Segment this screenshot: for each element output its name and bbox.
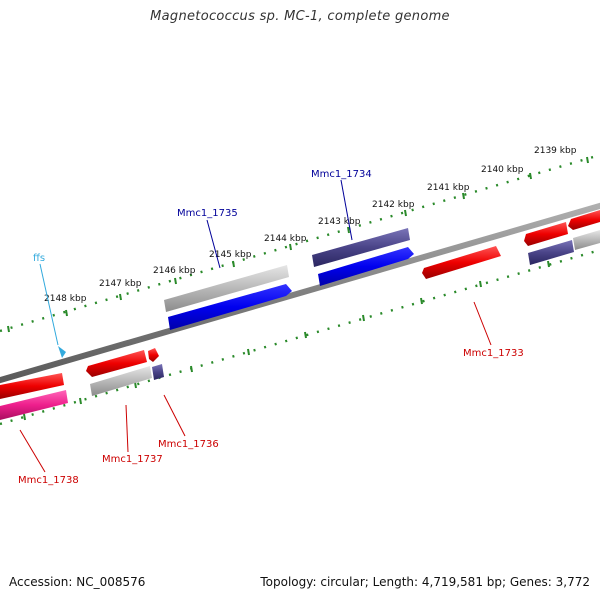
leader-mmc1-1737 (125, 404, 129, 453)
leader-lines (19, 179, 492, 473)
gene-ffs-marker (58, 346, 66, 358)
tick-label-2142: 2142 kbp (372, 200, 415, 210)
tick-label-2147: 2147 kbp (99, 279, 142, 289)
leader-mmc1-1738 (19, 429, 46, 473)
gene-blue-arrow-upper (318, 247, 414, 286)
gene-mmc1-1737-arrow (86, 350, 147, 377)
major-ticks (7, 156, 589, 421)
tick-label-2146: 2146 kbp (153, 266, 196, 276)
genome-backbone (0, 202, 600, 384)
tick-label-2145: 2145 kbp (209, 250, 252, 260)
gene-label-mmc1-1736: Mmc1_1736 (158, 439, 219, 450)
map-title: Magnetococcus sp. MC-1, complete genome (150, 9, 450, 24)
features (0, 210, 600, 420)
gene-label-mmc1-1738: Mmc1_1738 (18, 475, 79, 486)
feature-gray-right (573, 230, 600, 250)
gene-label-mmc1-1735: Mmc1_1735 (177, 208, 238, 219)
gene-label-mmc1-1734: Mmc1_1734 (311, 169, 372, 180)
gene-mmc1-1736-navy (152, 364, 164, 380)
leader-mmc1-1735 (206, 219, 221, 269)
feature-navy-right (528, 240, 574, 265)
tick-label-2144: 2144 kbp (264, 234, 307, 244)
tick-label-2140: 2140 kbp (481, 165, 524, 175)
lower-tick-track (0, 248, 600, 426)
leader-mmc1-1736 (163, 394, 186, 437)
gene-mmc1-1734-bar (312, 228, 410, 267)
gene-mmc1-1736-red (148, 348, 159, 362)
leader-mmc1-1733 (473, 301, 492, 346)
genome-summary-text: Topology: circular; Length: 4,719,581 bp… (260, 575, 590, 589)
tick-label-2148: 2148 kbp (44, 294, 87, 304)
tick-label-2139: 2139 kbp (534, 146, 577, 156)
gene-mmc1-1738-pink (0, 390, 68, 420)
feature-red-right-b (568, 210, 600, 230)
gene-label-mmc1-1733: Mmc1_1733 (463, 348, 524, 359)
gene-mmc1-1733-arrow (422, 246, 501, 279)
accession-text: Accession: NC_008576 (9, 575, 146, 589)
gene-label-mmc1-1737: Mmc1_1737 (102, 454, 163, 465)
gene-blue-arrow-lower (168, 284, 292, 330)
gene-label-ffs: ffs (33, 253, 45, 264)
gene-mmc1-1737-gray (90, 366, 152, 396)
gene-mmc1-1735-bar (164, 265, 289, 312)
feature-red-right-a (524, 222, 568, 246)
gene-mmc1-1738-red (0, 373, 64, 399)
tick-label-2143: 2143 kbp (318, 217, 361, 227)
leader-ffs (39, 263, 59, 346)
leader-mmc1-1734 (340, 179, 353, 241)
tick-label-2141: 2141 kbp (427, 183, 470, 193)
